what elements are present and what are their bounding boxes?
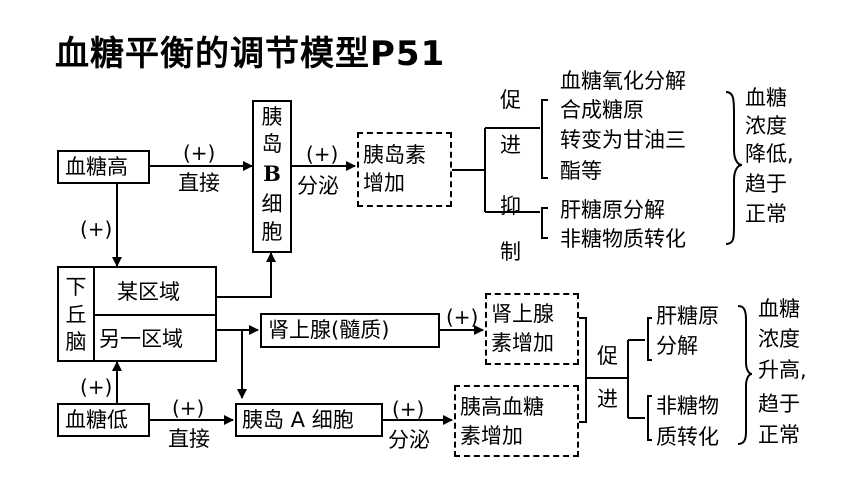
label-plus-high-hypo: (+) <box>80 217 113 241</box>
promote-item-1: 血糖氧化分解 <box>560 69 686 93</box>
label-plus-low-hypo: (+) <box>80 375 113 399</box>
arrow-region-to-beta <box>217 252 276 298</box>
promote-item-4: 酯等 <box>560 159 602 183</box>
raise-promote-char-1: 促 <box>597 344 618 368</box>
insulin-line-2: 增加 <box>363 171 405 195</box>
raise-item-3: 非糖物 <box>656 394 719 418</box>
raise-item-4: 质转化 <box>656 425 719 449</box>
adrenal-label: 肾上腺(髓质) <box>268 318 390 342</box>
promote-char-1: 促 <box>500 88 521 112</box>
inhibit-char-1: 抑 <box>500 194 521 218</box>
insulin-line-1: 胰岛素 <box>363 143 426 167</box>
hypothalamus-node: 下 丘 脑 某区域 另一区域 <box>57 266 217 362</box>
label-plus-adrenal: (+) <box>446 305 479 329</box>
label-secrete-beta: 分泌 <box>297 174 339 198</box>
raise-promote-char-2: 进 <box>597 387 618 411</box>
label-direct-low: 直接 <box>168 427 210 451</box>
beta-cell-char-4: 细 <box>261 192 283 216</box>
hypothalamus-char-1: 下 <box>65 275 87 299</box>
hypothalamus-char-3: 脑 <box>65 330 87 354</box>
bracket-raise-top <box>647 317 652 361</box>
bracket-inhibit <box>541 207 548 239</box>
raise-result-5: 正常 <box>758 423 800 447</box>
label-plus-high-beta: (+) <box>183 141 216 165</box>
high-glucose-node: 血糖高 <box>57 150 150 184</box>
brace-raise <box>737 305 753 445</box>
beta-cell-char-3: B <box>263 161 281 186</box>
raise-item-1: 肝糖原 <box>656 304 719 328</box>
label-direct-high: 直接 <box>178 171 220 195</box>
brace-lower <box>725 91 743 245</box>
label-plus-alpha-glucagon: (+) <box>392 397 425 421</box>
beta-cell-node: 胰 岛 B 细 胞 <box>252 100 292 253</box>
lower-result-1: 血糖 <box>745 86 787 110</box>
label-secrete-alpha: 分泌 <box>388 428 430 452</box>
alpha-cell-label: 胰岛 A 细胞 <box>242 408 354 432</box>
bracket-promote <box>541 99 548 179</box>
hypothalamus-char-2: 丘 <box>65 303 87 327</box>
raise-result-3: 升高, <box>758 358 807 382</box>
label-plus-beta-insulin: (+) <box>306 142 339 166</box>
promote-item-2: 合成糖原 <box>560 98 644 122</box>
beta-cell-char-1: 胰 <box>261 105 283 129</box>
adrenal-node: 肾上腺(髓质) <box>260 313 440 348</box>
low-glucose-node: 血糖低 <box>57 403 150 437</box>
inhibit-item-2: 非糖物质转化 <box>560 227 686 251</box>
high-glucose-label: 血糖高 <box>65 155 128 179</box>
region-b-label: 另一区域 <box>99 327 183 351</box>
raise-item-2: 分解 <box>656 334 698 358</box>
line-adrenaline-out <box>579 317 587 378</box>
lower-result-3: 降低, <box>745 142 794 166</box>
beta-cell-char-2: 岛 <box>261 132 283 156</box>
inhibit-item-1: 肝糖原分解 <box>560 198 665 222</box>
raise-result-1: 血糖 <box>758 297 800 321</box>
insulin-node: 胰岛素 增加 <box>357 132 452 207</box>
lower-result-5: 正常 <box>745 202 787 226</box>
inhibit-char-2: 制 <box>500 240 521 264</box>
raise-result-2: 浓度 <box>758 327 800 351</box>
raise-result-4: 趋于 <box>758 392 800 416</box>
low-glucose-label: 血糖低 <box>65 408 128 432</box>
bracket-raise-bottom <box>647 395 652 441</box>
promote-char-2: 进 <box>500 133 521 157</box>
label-plus-low-alpha: (+) <box>172 396 205 420</box>
diagram-title: 血糖平衡的调节模型P51 <box>55 34 446 74</box>
glucagon-line-1: 胰高血糖 <box>460 395 544 419</box>
adrenaline-line-2: 素增加 <box>491 331 554 355</box>
promote-item-3: 转变为甘油三 <box>560 128 686 152</box>
glucagon-node: 胰高血糖 素增加 <box>454 385 579 457</box>
alpha-cell-node: 胰岛 A 细胞 <box>235 403 383 437</box>
beta-cell-char-5: 胞 <box>261 220 283 244</box>
adrenaline-node: 肾上腺 素增加 <box>485 293 579 365</box>
lower-result-4: 趋于 <box>745 172 787 196</box>
region-a-label: 某区域 <box>117 280 180 304</box>
glucagon-line-2: 素增加 <box>460 424 523 448</box>
lower-result-2: 浓度 <box>745 114 787 138</box>
adrenaline-line-1: 肾上腺 <box>491 302 554 326</box>
